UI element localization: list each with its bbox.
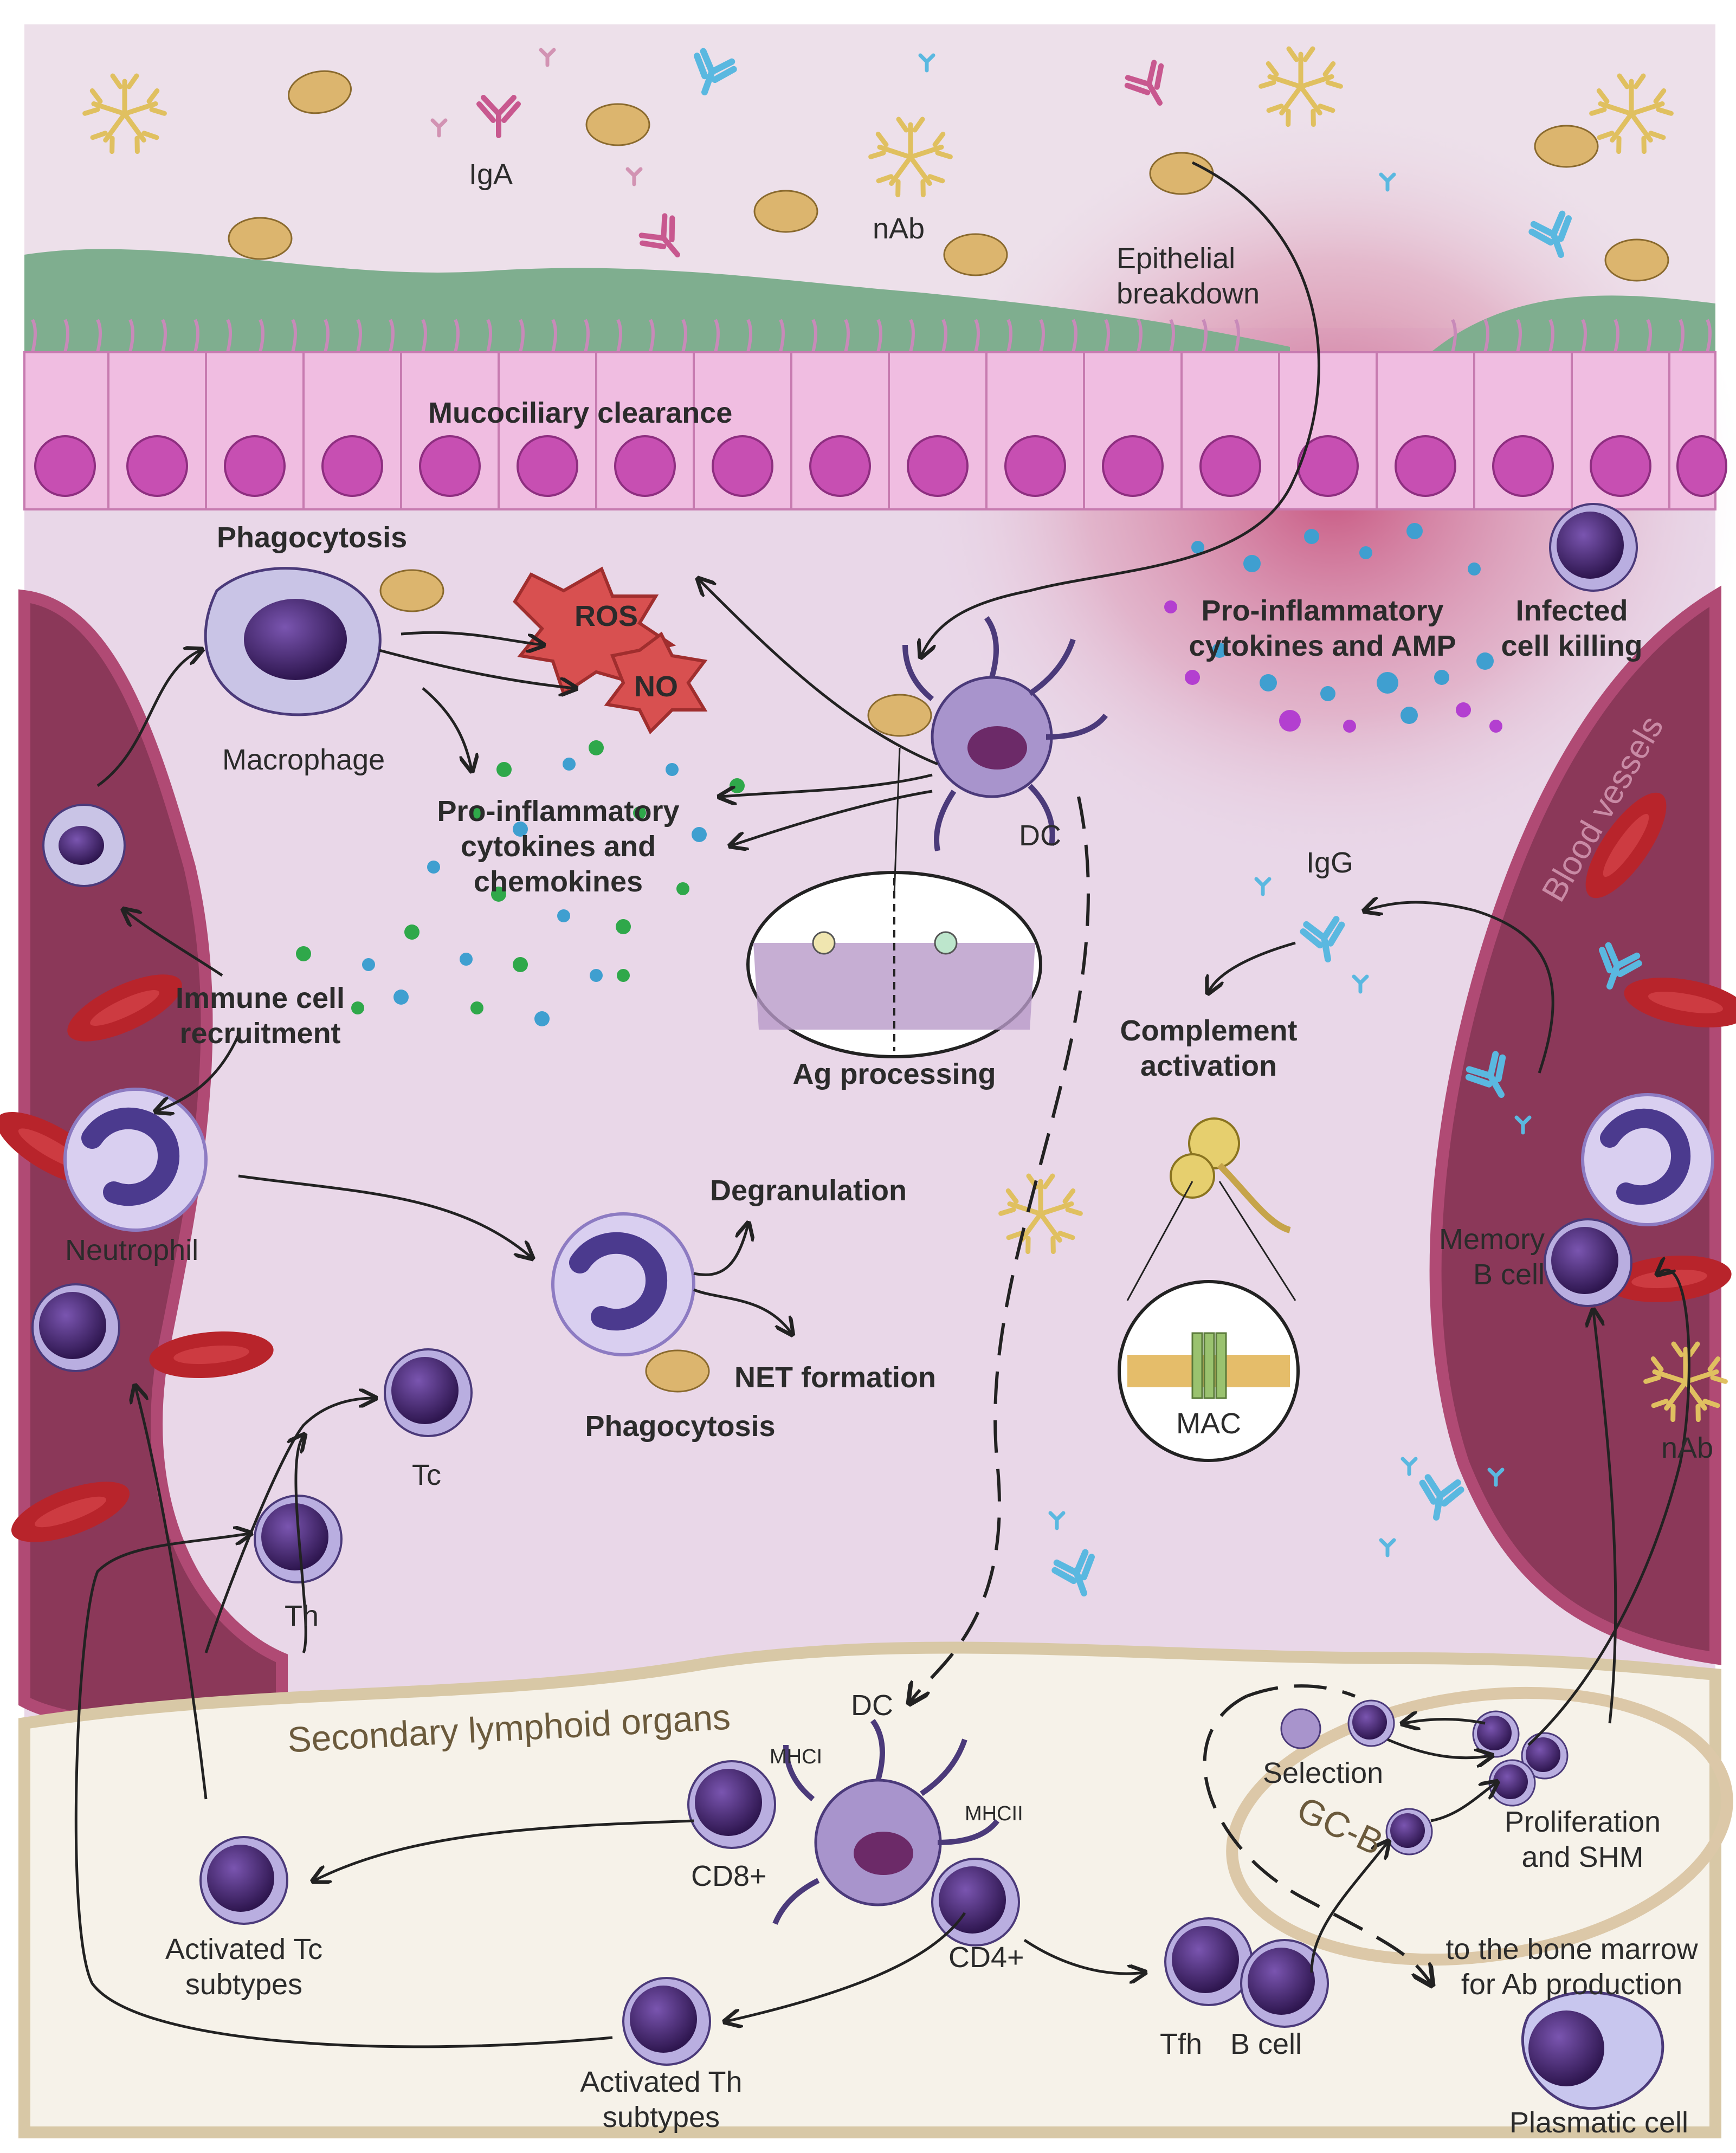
label-bone-marrow-1: to the bone marrow (1445, 1933, 1698, 1965)
label-activated-tc-2: subtypes (185, 1968, 303, 2001)
label-mhci: MHCI (770, 1745, 823, 1768)
label-plasmatic: Plasmatic cell (1509, 2106, 1689, 2139)
label-activated-th-1: Activated Th (580, 2066, 743, 2098)
dashed-connector (1245, 1684, 1356, 1698)
right-blood-vessel (1429, 585, 1721, 1665)
label-ag-processing: Ag processing (792, 1058, 996, 1090)
label-mac: MAC (1176, 1407, 1241, 1440)
label-immune-recruit-1: Immune cell (175, 982, 345, 1014)
cilia (31, 319, 1712, 353)
label-proinflam-chemo-3: chemokines (473, 865, 643, 898)
label-cd4: CD4+ (948, 1941, 1024, 1974)
label-complement-2: activation (1140, 1050, 1277, 1082)
label-nab-right: nAb (1661, 1432, 1714, 1464)
neutrophil-vessel (63, 1088, 208, 1232)
label-th: Th (285, 1600, 319, 1632)
label-complement-1: Complement (1120, 1014, 1298, 1047)
label-bone-marrow-2: for Ab production (1461, 1968, 1683, 2001)
label-mucociliary: Mucociliary clearance (428, 397, 733, 429)
label-no: NO (634, 670, 678, 703)
label-infected-1: Infected (1515, 594, 1628, 627)
label-cd8: CD8+ (691, 1860, 767, 1892)
label-activated-tc-1: Activated Tc (165, 1933, 323, 1965)
label-neutrophil: Neutrophil (65, 1234, 199, 1266)
complement-pathogen (1170, 1117, 1291, 1233)
label-proliferation-1: Proliferation (1504, 1806, 1661, 1838)
label-degranulation: Degranulation (710, 1174, 907, 1207)
macrophage-cell (204, 567, 382, 716)
label-nab-top: nAb (873, 212, 925, 245)
epithelial-layer (23, 351, 1727, 510)
label-ros: ROS (575, 600, 638, 632)
label-selection: Selection (1263, 1757, 1384, 1789)
no-star (604, 631, 708, 735)
label-proinflam-chemo-2: cytokines and (460, 830, 656, 863)
pathway-arrows (74, 161, 1690, 2048)
label-b-cell: B cell (1230, 2028, 1302, 2060)
plasma-cell (1521, 1990, 1664, 2110)
label-activated-th-2: subtypes (602, 2101, 720, 2133)
label-igg: IgG (1306, 846, 1354, 879)
label-dc-top: DC (1019, 819, 1061, 852)
dendritic-cell-bottom (772, 1719, 999, 1925)
germinal-center (1226, 1686, 1733, 1966)
label-tc: Tc (412, 1459, 441, 1491)
amp-cytokine-dots (1164, 523, 1502, 733)
label-phagocytosis-top: Phagocytosis (217, 521, 408, 554)
label-immune-recruit-2: recruitment (179, 1017, 341, 1050)
label-memory-1: Memory (1438, 1223, 1545, 1256)
label-dc-bottom: DC (851, 1689, 893, 1722)
label-tfh: Tfh (1160, 2028, 1203, 2060)
label-epithelial-breakdown-1: Epithelial (1117, 242, 1236, 275)
neutrophil-tissue (551, 1212, 695, 1356)
label-macrophage: Macrophage (222, 743, 385, 776)
label-epithelial-breakdown-2: breakdown (1117, 277, 1260, 310)
label-proinflam-amp-2: cytokines and AMP (1189, 630, 1456, 662)
label-net-formation: NET formation (734, 1361, 936, 1394)
label-infected-2: cell killing (1501, 630, 1643, 662)
label-mhcii: MHCII (965, 1802, 1023, 1825)
monocyte-vessel (42, 804, 126, 887)
label-proinflam-chemo-1: Pro-inflammatory (437, 795, 680, 827)
label-proliferation-2: and SHM (1521, 1841, 1644, 1873)
label-iga: IgA (469, 158, 513, 191)
dendritic-cell-top (902, 616, 1108, 851)
label-phagocytosis-bottom: Phagocytosis (585, 1410, 776, 1443)
label-memory-2: B cell (1473, 1258, 1545, 1291)
label-proinflam-amp-1: Pro-inflammatory (1201, 594, 1444, 627)
dc-migration-arrow (911, 796, 1431, 1983)
neutrophil-right (1581, 1093, 1714, 1226)
